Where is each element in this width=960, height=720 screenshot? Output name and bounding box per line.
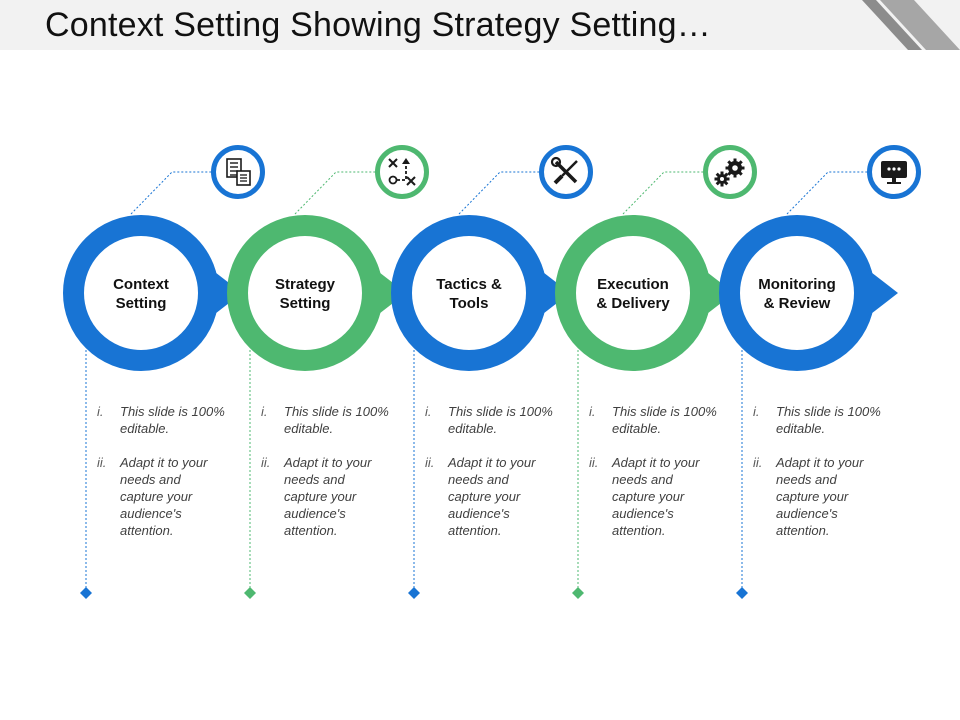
process-ring: Tactics & Tools	[391, 215, 570, 371]
description-item: i. This slide is 100% editable.	[753, 403, 883, 437]
item-text: This slide is 100% editable.	[448, 404, 553, 436]
item-text: This slide is 100% editable.	[612, 404, 717, 436]
ring-arrow	[375, 269, 406, 317]
item-text: Adapt it to your needs and capture your …	[284, 455, 372, 538]
description-item: i. This slide is 100% editable.	[261, 403, 391, 437]
description-item: ii. Adapt it to your needs and capture yo…	[425, 454, 555, 539]
item-text: Adapt it to your needs and capture your …	[776, 455, 864, 538]
item-number: ii.	[97, 455, 107, 470]
icon-connector	[622, 171, 703, 215]
process-ring: Execution & Delivery	[555, 215, 734, 371]
icon-badge	[867, 145, 921, 199]
step-label-line2: Tools	[450, 295, 489, 312]
item-number: i.	[753, 404, 760, 419]
tools-icon	[550, 156, 578, 185]
step-description-list: i. This slide is 100% editable. ii. Adapt i…	[589, 403, 719, 556]
step-label-line1: Monitoring	[758, 276, 835, 293]
ring-arrow	[703, 269, 734, 317]
description-item: i. This slide is 100% editable.	[589, 403, 719, 437]
item-text: This slide is 100% editable.	[776, 404, 881, 436]
description-item: ii. Adapt it to your needs and capture yo…	[753, 454, 883, 539]
step-description-list: i. This slide is 100% editable. ii. Adapt i…	[425, 403, 555, 556]
icon-connector	[130, 171, 211, 215]
step-label-line2: Setting	[116, 295, 167, 312]
step-label-line1: Context	[113, 276, 169, 293]
step-label-line1: Tactics &	[436, 276, 502, 293]
icon-connector	[786, 171, 867, 215]
icon-connector	[294, 171, 375, 215]
icon-badge	[539, 145, 593, 199]
timeline-diamond	[736, 587, 748, 599]
description-item: ii. Adapt it to your needs and capture yo…	[589, 454, 719, 539]
icon-connector	[458, 171, 539, 215]
icon-badge	[211, 145, 265, 199]
step-label-line1: Execution	[597, 276, 669, 293]
description-item: i. This slide is 100% editable.	[425, 403, 555, 437]
monitor-icon	[881, 161, 907, 184]
item-text: This slide is 100% editable.	[120, 404, 225, 436]
gears-icon	[714, 158, 745, 187]
description-item: ii. Adapt it to your needs and capture yo…	[97, 454, 227, 539]
process-ring: Monitoring & Review	[719, 215, 898, 371]
ring-arrow	[539, 269, 570, 317]
step-label-line2: Setting	[280, 295, 331, 312]
description-item: i. This slide is 100% editable.	[97, 403, 227, 437]
item-number: i.	[261, 404, 268, 419]
step-label-line1: Strategy	[275, 276, 336, 293]
item-text: This slide is 100% editable.	[284, 404, 389, 436]
timeline-diamond	[244, 587, 256, 599]
header-bar	[0, 0, 960, 50]
item-number: ii.	[425, 455, 435, 470]
step-description-list: i. This slide is 100% editable. ii. Adapt i…	[261, 403, 391, 556]
timeline-diamond	[80, 587, 92, 599]
strategy-play-icon	[388, 158, 416, 186]
timeline-diamond	[408, 587, 420, 599]
description-item: ii. Adapt it to your needs and capture yo…	[261, 454, 391, 539]
item-number: i.	[425, 404, 432, 419]
ring-arrow	[867, 269, 898, 317]
step-label-line2: & Review	[764, 295, 831, 312]
step-label-line2: & Delivery	[596, 295, 670, 312]
ring-arrow	[211, 269, 242, 317]
item-number: ii.	[589, 455, 599, 470]
item-text: Adapt it to your needs and capture your …	[448, 455, 536, 538]
item-text: Adapt it to your needs and capture your …	[120, 455, 208, 538]
item-number: ii.	[753, 455, 763, 470]
item-number: i.	[97, 404, 104, 419]
document-list-icon	[226, 158, 251, 186]
icon-badge	[703, 145, 757, 199]
step-description-list: i. This slide is 100% editable. ii. Adapt i…	[753, 403, 883, 556]
item-number: ii.	[261, 455, 271, 470]
corner-stripes-decoration	[862, 0, 960, 50]
item-text: Adapt it to your needs and capture your …	[612, 455, 700, 538]
slide-title: Context Setting Showing Strategy Setting…	[45, 6, 711, 44]
step-description-list: i. This slide is 100% editable. ii. Adapt i…	[97, 403, 227, 556]
item-number: i.	[589, 404, 596, 419]
icon-badge	[375, 145, 429, 199]
timeline-diamond	[572, 587, 584, 599]
